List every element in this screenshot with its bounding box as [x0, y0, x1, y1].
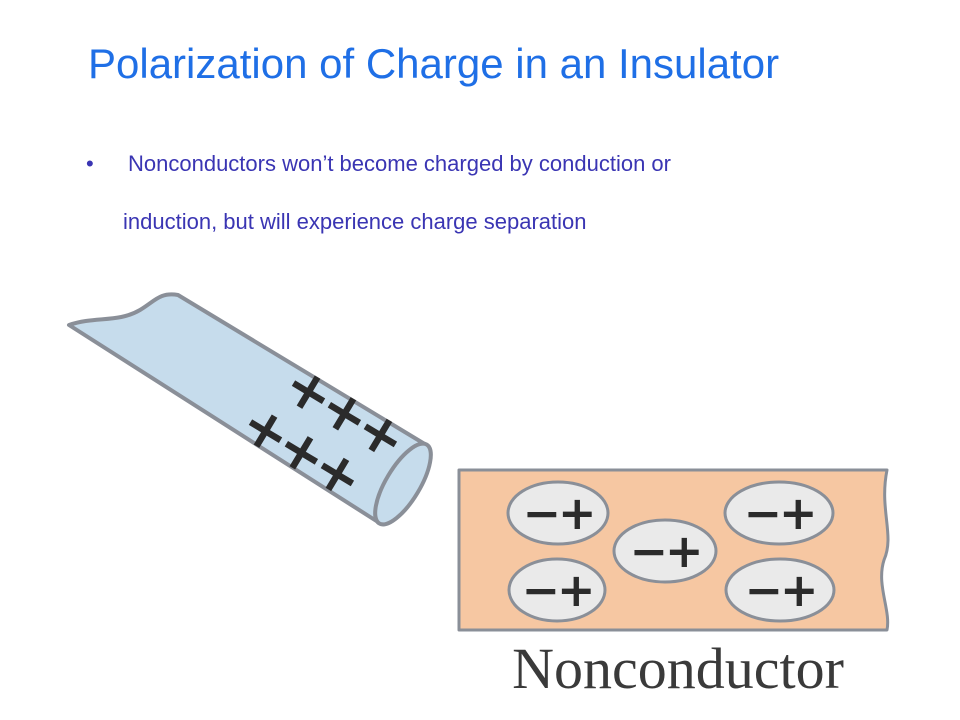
dipole: −+: [612, 518, 718, 584]
bullet-line-1: • Nonconductors won’t become charged by …: [86, 142, 936, 200]
dipole-shell: [723, 480, 835, 546]
dipole-shell: [507, 557, 607, 623]
dipole: −+: [507, 557, 607, 623]
dipole-shell: [612, 518, 718, 584]
bullet-text-line-2: induction, but will experience charge se…: [123, 209, 587, 234]
bullet-point: • Nonconductors won’t become charged by …: [86, 142, 936, 258]
dipole: −+: [506, 480, 610, 546]
dipole-label: −+: [744, 563, 815, 617]
charged-rod: +++ +++: [67, 292, 433, 527]
dipole-label: −+: [629, 524, 700, 578]
dipole: −+: [723, 480, 835, 546]
nonconductor-label: Nonconductor: [512, 636, 844, 701]
bullet-marker: •: [86, 151, 94, 176]
bullet-line-2: induction, but will experience charge se…: [86, 200, 936, 258]
nonconductor-block: −+ −+ −+ −+ −+: [457, 468, 890, 632]
rod-end-face: [373, 441, 433, 527]
dipole: −+: [724, 557, 836, 623]
dipole-shell: [506, 480, 610, 546]
rod-body: [67, 292, 430, 524]
bullet-text-line-1: Nonconductors won’t become charged by co…: [128, 151, 671, 176]
dipole-label: −+: [521, 563, 592, 617]
slide-title: Polarization of Charge in an Insulator: [88, 40, 780, 87]
dipole-shell: [724, 557, 836, 623]
dipole-label: −+: [522, 486, 593, 540]
dipole-label: −+: [743, 486, 814, 540]
